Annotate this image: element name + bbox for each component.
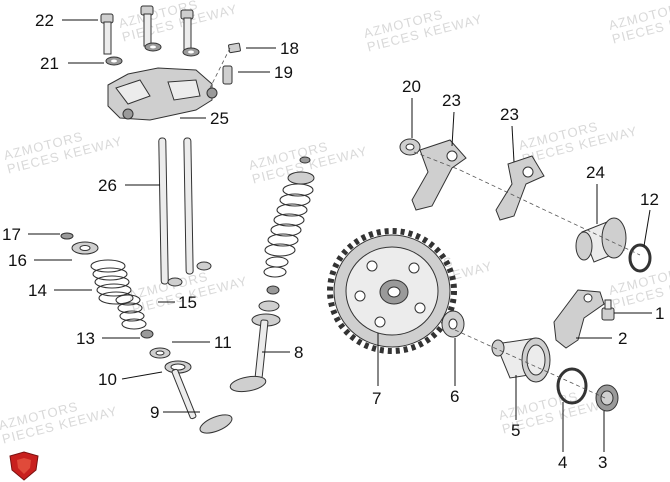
callout-26: 26: [98, 176, 117, 195]
callout-20: 20: [402, 77, 421, 96]
part-11-seat: [149, 347, 171, 359]
part-26-push-rods: [158, 137, 212, 287]
callout-19: 19: [274, 63, 293, 82]
callout-8: 8: [294, 343, 303, 362]
callout-25: 25: [210, 109, 229, 128]
part-22-bolts: [100, 5, 194, 55]
part-24-shaft: [575, 217, 627, 263]
callout-13: 13: [76, 329, 95, 348]
part-18-pin: [228, 42, 241, 54]
callout-7: 7: [372, 389, 381, 408]
part-3-bearing: [595, 384, 619, 412]
callout-11: 11: [214, 333, 232, 352]
callout-14: 14: [28, 281, 47, 300]
part-25-rocker-assembly: [107, 67, 218, 121]
azmotors-shield-logo: [9, 451, 39, 481]
part-7-cam-gear: [327, 228, 457, 354]
callout-18: 18: [280, 39, 299, 58]
callout-24: 24: [586, 163, 605, 182]
leader-lines: [28, 19, 652, 452]
part-9-intake-valve: [171, 368, 233, 434]
callout-2: 2: [618, 329, 627, 348]
part-16-retainer: [71, 241, 99, 255]
callout-1: 1: [655, 304, 664, 323]
callout-4: 4: [558, 453, 567, 472]
part-21-washers: [105, 42, 200, 66]
part-20-washer: [399, 138, 421, 156]
callout-10: 10: [98, 370, 117, 389]
part-1-bolt: [601, 299, 615, 321]
callout-23-left: 23: [442, 91, 461, 110]
part-13-seal: [140, 329, 154, 339]
callout-16: 16: [8, 251, 27, 270]
callout-22: 22: [35, 11, 54, 30]
callout-3: 3: [598, 453, 607, 472]
callout-6: 6: [450, 387, 459, 406]
part-14-outer-spring: [90, 259, 134, 305]
part-6-washer: [441, 310, 465, 338]
part-23-rocker-right: [495, 155, 545, 221]
part-19-pin: [222, 65, 233, 85]
callout-9: 9: [150, 403, 159, 422]
callout-21: 21: [40, 54, 59, 73]
callout-23-right: 23: [500, 105, 519, 124]
part-15-inner-spring: [115, 294, 147, 330]
part-12-o-ring: [628, 243, 652, 273]
part-2-bracket: [553, 289, 605, 349]
alignment-lines: [209, 47, 641, 399]
part-4-o-ring: [556, 367, 588, 405]
callout-15: 15: [178, 293, 197, 312]
part-5-camshaft: [491, 337, 551, 383]
callout-5: 5: [511, 421, 520, 440]
part-17-keeper: [60, 232, 74, 240]
part-23-rocker-left: [411, 139, 467, 211]
part-8-valve-assembly: [229, 156, 315, 393]
callout-numbers: 22 21 18 19 25 26 17 16 14 15 13 11 10 9…: [2, 11, 664, 472]
callout-17: 17: [2, 225, 21, 244]
callout-12: 12: [640, 190, 659, 209]
